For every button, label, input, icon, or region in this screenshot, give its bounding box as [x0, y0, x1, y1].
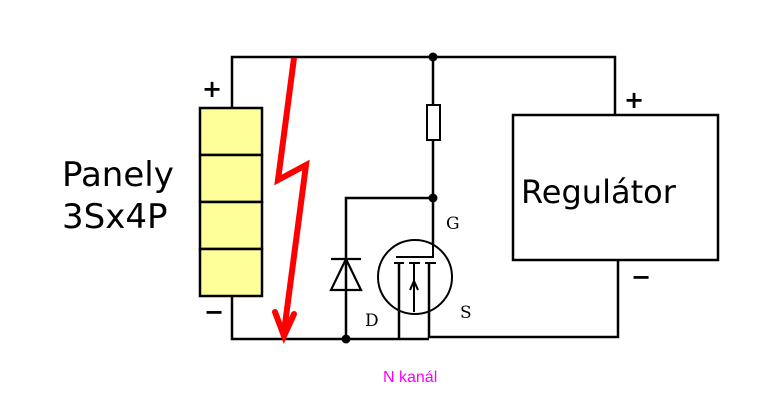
mosfet-drain-label: D [365, 311, 379, 331]
panel-minus-sign: − [204, 298, 224, 326]
wire-top [230, 55, 617, 115]
junction-dot-bottom [341, 334, 351, 344]
lightning-bolt-icon [272, 57, 310, 344]
resistor [426, 104, 441, 141]
panel-cell [198, 200, 264, 251]
wire-diode-top [344, 196, 433, 339]
wire-bottom [230, 296, 429, 341]
mosfet-source-label: S [460, 303, 472, 323]
mosfet-gate-label: G [446, 214, 460, 234]
panel-cell [198, 153, 264, 204]
regulator-label: Regulátor [521, 173, 677, 211]
junction-dot-top [428, 52, 438, 62]
panel-plus-sign: + [202, 75, 222, 103]
mosfet [377, 239, 453, 315]
junction-dot-gate [428, 193, 438, 203]
mosfet-type-note: N kanál [383, 369, 437, 386]
panel-cell [198, 247, 264, 298]
panel-cell [198, 106, 264, 157]
panel-label-line1: Panely [62, 155, 174, 195]
wire-source [427, 259, 620, 339]
regulator-box [511, 113, 720, 262]
diode [329, 256, 363, 292]
solar-panel [198, 106, 264, 298]
regulator-plus-sign: + [624, 86, 644, 114]
panel-label-line2: 3Sx4P [62, 197, 167, 237]
regulator-minus-sign: − [631, 263, 651, 291]
